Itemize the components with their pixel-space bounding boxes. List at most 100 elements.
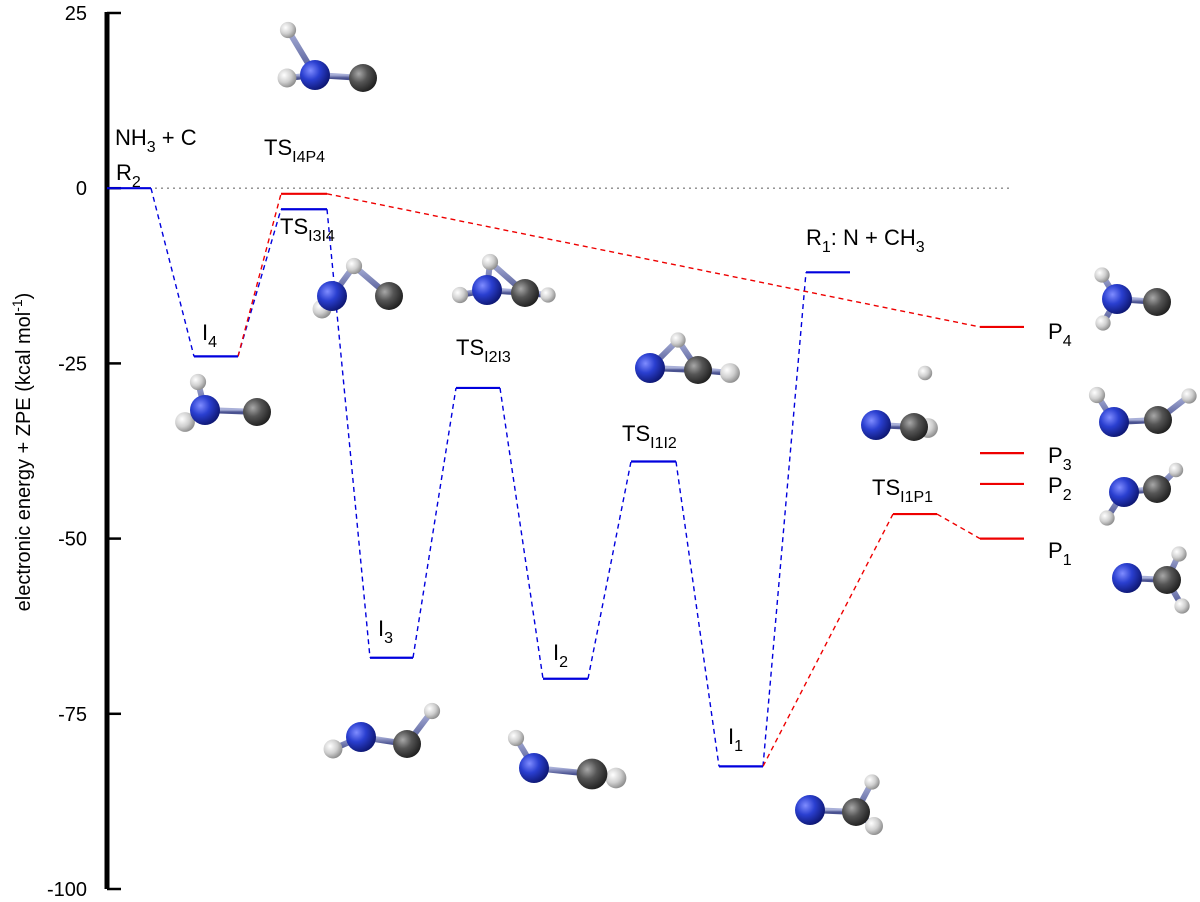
- hydrogen-atom: [540, 287, 556, 303]
- connector-TSI1P1-P1: [936, 513, 981, 540]
- connector-I3-TSI2I3: [412, 387, 457, 658]
- hydrogen-atom: [277, 68, 297, 88]
- hydrogen-atom: [189, 373, 207, 391]
- nitrogen-atom: [317, 281, 347, 311]
- label-I2: I2: [553, 640, 568, 671]
- hydrogen-atom: [1168, 462, 1184, 478]
- y-tick-label: -50: [58, 529, 87, 551]
- carbon-atom: [684, 356, 712, 384]
- y-tick-label: 0: [76, 178, 87, 200]
- nitrogen-atom: [300, 60, 330, 90]
- label-TSI4P4: TSI4P4: [264, 135, 325, 166]
- i2-molecule-icon: [507, 729, 627, 790]
- p2-molecule-icon: [1099, 462, 1184, 526]
- hydrogen-atom: [323, 739, 343, 759]
- nitrogen-atom: [1109, 477, 1139, 507]
- carbon-atom: [1144, 406, 1172, 434]
- connector-I4-TSI3I4: [237, 209, 282, 357]
- hydrogen-atom: [720, 363, 740, 383]
- y-axis-ticks: 25 0 -25 -50 -75 -100: [47, 3, 121, 901]
- carbon-atom: [576, 758, 608, 790]
- label2-R2: R2: [116, 160, 141, 191]
- connector-TSI4P4-P4: [326, 193, 981, 328]
- hydrogen-atom: [1088, 386, 1106, 404]
- carbon-atom: [1143, 288, 1171, 316]
- nitrogen-atom: [472, 275, 502, 305]
- hydrogen-atom: [1174, 598, 1190, 614]
- label-P2: P2: [1048, 473, 1072, 504]
- connector-I2-TSI1I2: [587, 461, 632, 679]
- connector-I4-TSI4P4: [237, 193, 282, 357]
- y-tick-label: -25: [58, 353, 87, 375]
- carbon-atom: [243, 398, 271, 426]
- label-TSI3I4: TSI3I4: [280, 214, 335, 245]
- connector-R2-I4: [150, 188, 195, 357]
- carbon-atom: [375, 282, 403, 310]
- hydrogen-atom: [917, 365, 933, 381]
- nitrogen-atom: [861, 410, 891, 440]
- y-tick-label: 25: [65, 3, 87, 25]
- label-I3: I3: [378, 616, 393, 647]
- hydrogen-atom: [175, 412, 195, 432]
- nitrogen-atom: [190, 395, 220, 425]
- y-tick-label: -75: [58, 704, 87, 726]
- label-P3: P3: [1048, 443, 1072, 474]
- carbon-atom: [393, 730, 421, 758]
- hydrogen-atom: [279, 21, 297, 39]
- nitrogen-atom: [519, 753, 549, 783]
- hydrogen-atom: [1099, 510, 1115, 526]
- y-tick-label: -100: [47, 879, 87, 901]
- nitrogen-atom: [635, 353, 665, 383]
- i1-molecule-icon: [795, 774, 883, 835]
- carbon-atom: [1153, 566, 1181, 594]
- carbon-atom: [511, 279, 539, 307]
- label-TSI2I3: TSI2I3: [456, 335, 511, 366]
- nitrogen-atom: [1112, 563, 1142, 593]
- p1-molecule-icon: [1112, 546, 1190, 614]
- carbon-atom: [900, 413, 928, 441]
- nitrogen-atom: [346, 722, 376, 752]
- y-axis: 25 0 -25 -50 -75 -100: [47, 3, 121, 901]
- i4-molecule-icon: [175, 373, 271, 432]
- hydrogen-atom: [670, 332, 686, 348]
- tsi1i2-molecule-icon: [635, 332, 740, 384]
- carbon-atom: [349, 64, 377, 92]
- label-R2: NH3 + C: [115, 125, 197, 156]
- label-P1: P1: [1048, 538, 1072, 569]
- y-axis-title: electronic energy + ZPE (kcal mol-1): [9, 293, 35, 612]
- connector-I1-TSI1P1: [762, 513, 894, 767]
- hydrogen-atom: [451, 286, 469, 304]
- energy-levels: [107, 187, 1024, 768]
- carbon-atom: [1143, 475, 1171, 503]
- tsi3i4-molecule-icon: [312, 257, 403, 319]
- p4-molecule-icon: [1094, 267, 1171, 331]
- nitrogen-atom: [1099, 407, 1129, 437]
- label-I4: I4: [202, 320, 217, 351]
- hydrogen-atom: [1094, 267, 1110, 283]
- label-P4: P4: [1048, 319, 1072, 350]
- tsi1p1-molecule-icon: [861, 365, 938, 441]
- p3-molecule-icon: [1088, 386, 1197, 437]
- molecule-renderings: [175, 21, 1197, 835]
- hydrogen-atom: [345, 257, 363, 275]
- connector-TSI2I3-I2: [499, 387, 544, 679]
- label-I1: I1: [728, 724, 743, 755]
- hydrogen-atom: [1095, 315, 1111, 331]
- carbon-atom: [842, 798, 870, 826]
- hydrogen-atom: [1171, 546, 1187, 562]
- ammonia-carbon-complex-icon: [277, 21, 377, 92]
- nitrogen-atom: [795, 795, 825, 825]
- connector-TSI1I2-I1: [675, 461, 720, 767]
- hydrogen-atom: [864, 774, 880, 790]
- label-TSI1I2: TSI1I2: [622, 421, 677, 452]
- hydrogen-atom: [865, 817, 883, 835]
- label-R1: R1: N + CH3: [806, 225, 925, 256]
- connector-I1-R1: [762, 272, 807, 767]
- hydrogen-atom: [423, 702, 441, 720]
- hydrogen-atom: [481, 253, 499, 271]
- hydrogen-atom: [507, 729, 525, 747]
- label-TSI1P1: TSI1P1: [872, 475, 933, 506]
- nitrogen-atom: [1102, 284, 1132, 314]
